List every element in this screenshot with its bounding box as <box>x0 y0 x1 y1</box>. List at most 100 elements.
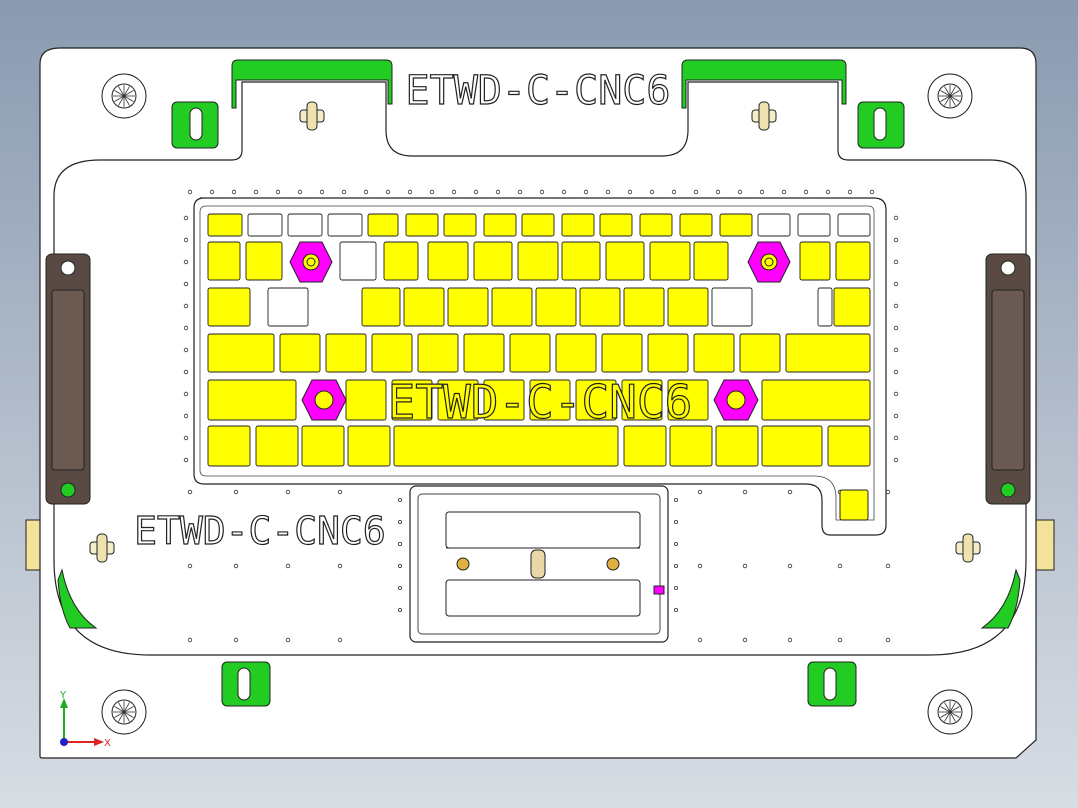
hole-dot <box>233 637 239 643</box>
hole-dot <box>385 189 391 195</box>
hole-dot <box>231 189 237 195</box>
screw-icon <box>927 73 973 119</box>
hole-dot <box>397 586 402 591</box>
keycap <box>473 241 513 281</box>
keycap <box>383 241 419 281</box>
screw-icon <box>927 689 973 735</box>
green-slot-clamp <box>171 101 219 149</box>
keycap <box>393 425 619 467</box>
hole-dot <box>183 435 189 441</box>
keycap <box>647 333 689 373</box>
hole-dot <box>742 637 748 643</box>
keycap <box>679 213 713 237</box>
hole-dot <box>671 189 677 195</box>
keycap <box>345 379 387 421</box>
hole-dot <box>697 489 703 495</box>
axis-triad: Y X <box>59 690 111 749</box>
hole-dot <box>674 542 679 547</box>
hole-dot <box>837 637 843 643</box>
hole-dot <box>885 489 891 495</box>
keycap <box>785 333 871 373</box>
keycap <box>535 287 577 327</box>
hole-dot <box>183 413 189 419</box>
magenta-locating-pin <box>747 241 791 283</box>
hole-dot <box>285 489 291 495</box>
hole-dot <box>285 637 291 643</box>
hole-dot <box>893 259 899 265</box>
keycap <box>287 213 323 237</box>
keycap <box>207 379 297 421</box>
keycap <box>521 213 555 237</box>
hole-dot <box>674 520 679 525</box>
hole-dot <box>759 189 765 195</box>
axis-x-label: X <box>104 738 111 749</box>
keycap <box>361 287 401 327</box>
keycap <box>255 425 299 467</box>
hole-dot <box>297 189 303 195</box>
keycap <box>301 425 345 467</box>
keycap <box>835 241 871 281</box>
magenta-locating-pin <box>301 379 347 421</box>
keycap-grid <box>207 213 871 467</box>
hole-dot <box>742 563 748 569</box>
keycap <box>579 287 621 327</box>
keycap <box>403 287 445 327</box>
hole-dot <box>337 489 343 495</box>
hole-dot <box>893 347 899 353</box>
keycap <box>427 241 469 281</box>
hole-dot <box>847 189 853 195</box>
tray-knob[interactable] <box>530 549 546 579</box>
keycap <box>601 333 643 373</box>
hole-dot <box>781 189 787 195</box>
hole-dot <box>893 457 899 463</box>
keycap <box>667 287 709 327</box>
green-corner-clamp-right <box>980 568 1021 629</box>
keycap <box>833 287 871 327</box>
hole-dot <box>674 608 679 613</box>
keycap <box>621 379 663 421</box>
left-handle[interactable] <box>45 253 91 505</box>
keycap <box>669 425 713 467</box>
keycap <box>719 213 753 237</box>
hole-dot <box>183 457 189 463</box>
hole-dot <box>605 189 611 195</box>
keycap <box>405 213 439 237</box>
magenta-locating-pin <box>713 379 759 421</box>
hole-dot <box>627 189 633 195</box>
keycap <box>757 213 791 237</box>
keycap <box>605 241 645 281</box>
hole-dot <box>183 347 189 353</box>
hole-dot <box>183 369 189 375</box>
keycap <box>339 241 377 281</box>
hole-dot <box>893 237 899 243</box>
hole-dot <box>187 637 193 643</box>
hole-dot <box>183 281 189 287</box>
keycap <box>207 241 241 281</box>
keycap <box>837 213 871 237</box>
nut-pin-icon <box>89 533 115 563</box>
keycap <box>463 333 505 373</box>
hole-dot <box>893 391 899 397</box>
hole-dot <box>885 637 891 643</box>
keyboard-cavity-inner <box>199 205 875 521</box>
keycap <box>267 287 309 327</box>
hole-dot <box>275 189 281 195</box>
keycap <box>509 333 551 373</box>
keycap <box>327 213 363 237</box>
hole-dot <box>893 281 899 287</box>
hole-dot <box>893 369 899 375</box>
top-right-green-clamp <box>681 59 847 109</box>
hole-dot <box>825 189 831 195</box>
hole-row-top <box>183 189 899 463</box>
hole-dot <box>715 189 721 195</box>
keycap <box>693 333 735 373</box>
hole-dot <box>893 215 899 221</box>
hole-dot <box>187 189 193 195</box>
keycap <box>761 379 871 421</box>
hole-dot <box>233 563 239 569</box>
keycap <box>639 213 673 237</box>
right-handle[interactable] <box>985 253 1031 505</box>
magenta-locating-pin <box>289 241 333 283</box>
hole-dot <box>697 563 703 569</box>
